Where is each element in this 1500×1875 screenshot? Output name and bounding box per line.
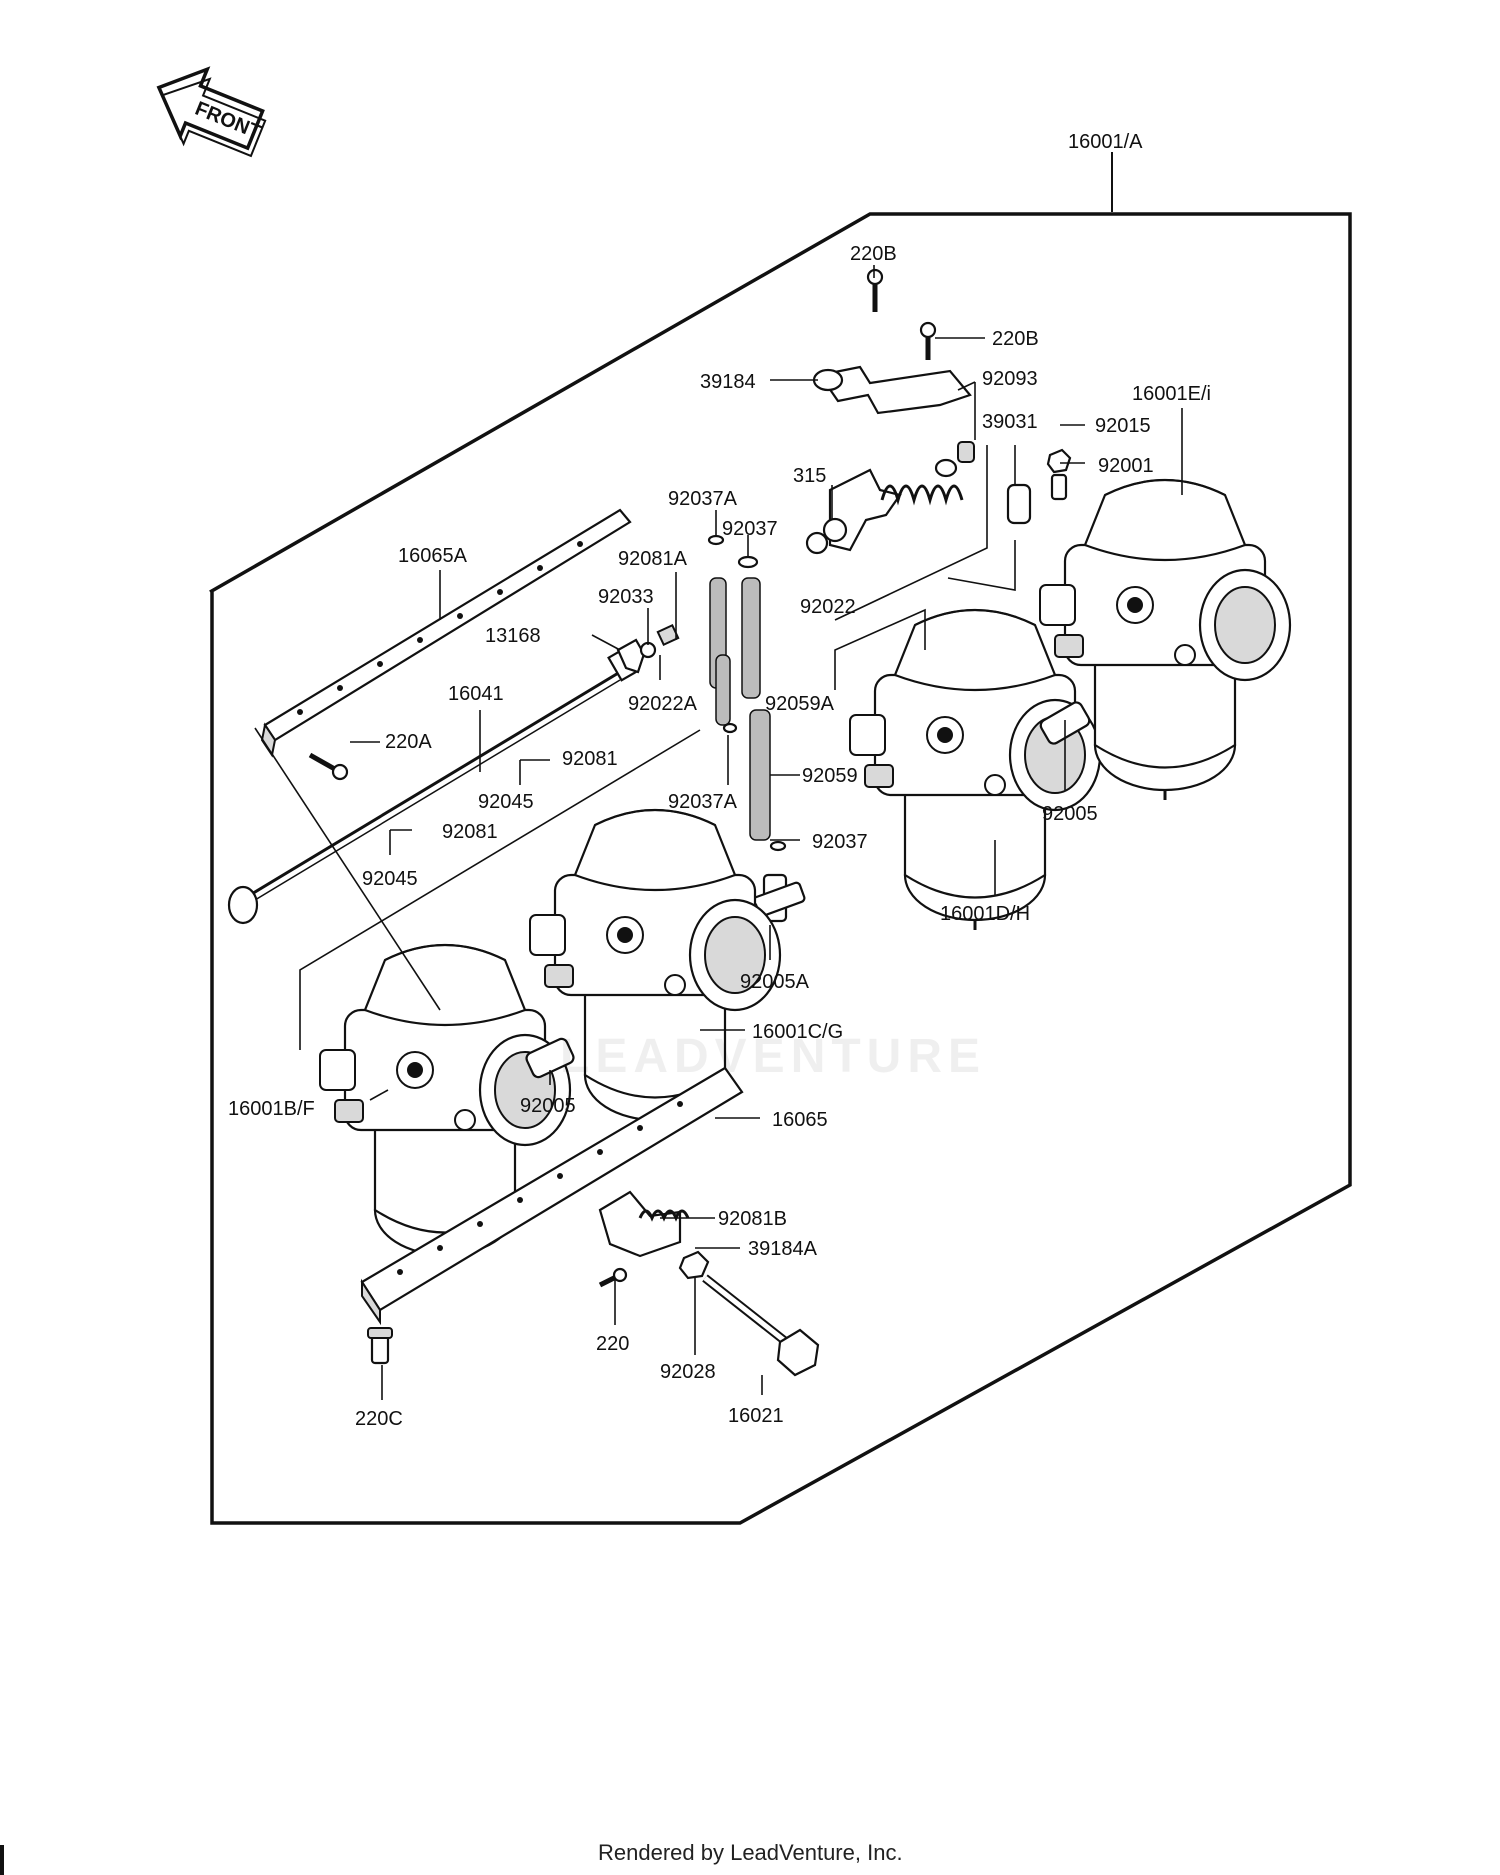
fuel-tube-92059 [749, 709, 771, 841]
callout-16001-a: 16001/A [1068, 131, 1143, 153]
fitting-92005-left [525, 1037, 575, 1079]
callout-220: 220 [596, 1333, 629, 1355]
callout-16001c-g: 16001C/G [752, 1021, 843, 1043]
callout-39031: 39031 [982, 411, 1038, 433]
bracket-39184 [812, 365, 972, 415]
bolt-16021 [702, 1274, 820, 1377]
callout-220b-2: 220B [992, 328, 1039, 350]
callout-92037-2: 92037 [812, 831, 868, 853]
callout-39184: 39184 [700, 371, 756, 393]
callout-92033: 92033 [598, 586, 654, 608]
callout-220a: 220A [385, 731, 432, 753]
linkage-plate-315 [805, 468, 902, 555]
leader-lines [254, 265, 1183, 1400]
callout-labels: 16001/A 220B 220B 39184 92093 16001E/i 3… [228, 131, 1211, 1430]
nut-92015-icon [1046, 448, 1072, 474]
callout-39184a: 39184A [748, 1238, 818, 1260]
callout-92005a: 92005A [740, 971, 810, 993]
clips-92037 [707, 534, 787, 852]
callout-92045-1: 92045 [478, 791, 534, 813]
callout-92022: 92022 [800, 596, 856, 618]
edge-mark [0, 1845, 4, 1875]
nut-92028-icon [678, 1250, 710, 1280]
rail-16065a [260, 508, 632, 758]
assembly-boundary [209, 212, 1352, 1525]
screw-220c-icon [367, 1327, 393, 1365]
callout-92059: 92059 [802, 765, 858, 787]
callout-16041: 16041 [448, 683, 504, 705]
callout-16065a: 16065A [398, 545, 468, 567]
bracket-39184a [598, 1190, 682, 1258]
callout-92005-2: 92005 [520, 1095, 576, 1117]
callout-92081-2: 92081 [442, 821, 498, 843]
callout-92037a-2: 92037A [668, 791, 738, 813]
callout-92001: 92001 [1098, 455, 1154, 477]
callout-16001b-f: 16001B/F [228, 1098, 315, 1120]
callout-315: 315 [793, 465, 826, 487]
rail-16065 [360, 1066, 744, 1326]
callout-220c: 220C [355, 1408, 403, 1430]
screw-220a-icon [308, 752, 349, 781]
front-arrow-icon: FRONT [156, 66, 267, 158]
callout-16065: 16065 [772, 1109, 828, 1131]
callout-92081-1: 92081 [562, 748, 618, 770]
throttle-shaft-16041 [227, 648, 637, 925]
screw-220-icon [598, 1267, 628, 1288]
callout-92037-1: 92037 [722, 518, 778, 540]
callout-16001d-h: 16001D/H [940, 903, 1030, 925]
callout-13168: 13168 [485, 625, 541, 647]
callout-92045-2: 92045 [362, 868, 418, 890]
screw-220b-icon [866, 268, 937, 360]
callout-92005-1: 92005 [1042, 803, 1098, 825]
callout-92015: 92015 [1095, 415, 1151, 437]
callout-16001e-i: 16001E/i [1132, 383, 1211, 405]
callout-92028: 92028 [660, 1361, 716, 1383]
spring-92093-icon [880, 441, 975, 506]
callout-220b-1: 220B [850, 243, 897, 265]
screw-92001-icon [1050, 473, 1068, 501]
footer-credit: Rendered by LeadVenture, Inc. [598, 1840, 903, 1865]
callout-16021: 16021 [728, 1405, 784, 1427]
callout-92081b: 92081B [718, 1208, 787, 1230]
callout-92081a: 92081A [618, 548, 688, 570]
fuel-tube-92059a-upper [709, 577, 761, 726]
watermark-text: LEADVENTURE [560, 1030, 986, 1083]
callout-92037a-1: 92037A [668, 488, 738, 510]
callout-92093: 92093 [982, 368, 1038, 390]
callout-92022a: 92022A [628, 693, 698, 715]
collar-39031 [1006, 483, 1032, 525]
callout-92059a: 92059A [765, 693, 835, 715]
